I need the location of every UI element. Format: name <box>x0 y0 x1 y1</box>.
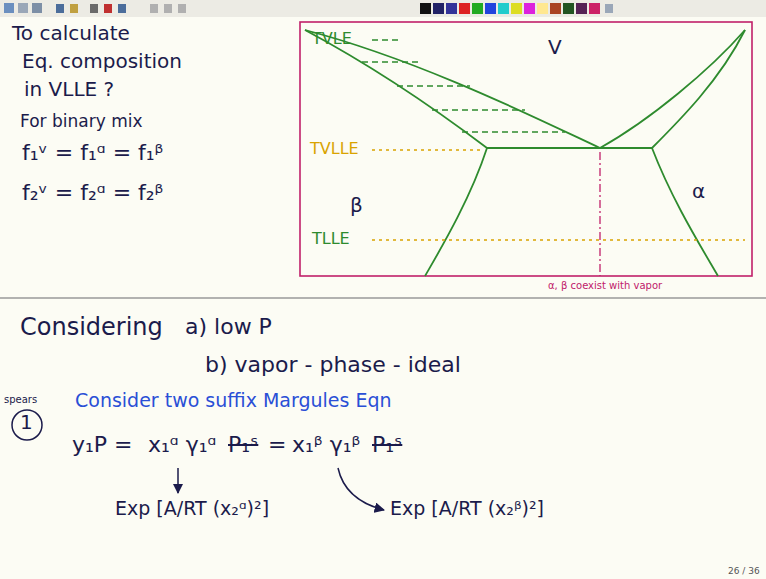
leader-arrow <box>177 468 179 493</box>
page-number: 26 / 36 <box>728 566 760 576</box>
region-label: V <box>548 36 562 59</box>
equation: P₁ˢ <box>228 432 258 457</box>
region-label: α <box>692 180 705 203</box>
equation: y₁P = <box>72 432 133 457</box>
note-text: Considering <box>20 314 163 342</box>
note-text: in VLLE ? <box>24 78 114 101</box>
side-note: spears <box>4 394 37 406</box>
note-text: b) vapor - phase - ideal <box>205 352 461 377</box>
equation: P₁ˢ <box>372 432 402 457</box>
temperature-label: TVLE <box>312 30 352 48</box>
equation: f₁ᵛ = f₁ᵅ = f₁ᵝ <box>22 140 163 165</box>
equation: x₁ᵅ γ₁ᵅ <box>148 432 217 457</box>
phase-curves <box>305 30 745 276</box>
plot-frame <box>300 22 752 276</box>
note-text: For binary mix <box>20 112 142 132</box>
callout-number: 1 <box>20 411 33 434</box>
equation: = <box>268 432 286 457</box>
circle-mark <box>12 410 42 440</box>
toolbar <box>0 0 766 17</box>
note-text: a) low P <box>185 314 272 339</box>
leader-arrow <box>338 468 384 510</box>
note-text: Consider two suffix Margules Eqn <box>75 390 392 412</box>
equation: Exp [A/RT (x₂ᵅ)²] <box>115 498 269 520</box>
composition-line <box>599 152 600 276</box>
temperature-label: TVLLE <box>310 140 359 158</box>
equation: Exp [A/RT (x₂ᵝ)²] <box>390 498 544 520</box>
tie-lines <box>362 40 565 132</box>
plot-note: α, β coexist with vapor <box>548 280 662 292</box>
separator <box>0 297 766 299</box>
region-label: β <box>350 194 363 217</box>
equation: f₂ᵛ = f₂ᵅ = f₂ᵝ <box>22 180 163 205</box>
temperature-label: TLLE <box>312 230 350 248</box>
equation: x₁ᵝ γ₁ᵝ <box>292 432 360 457</box>
temperature-lines <box>372 150 745 240</box>
note-text: To calculate <box>12 22 130 45</box>
note-text: Eq. composition <box>22 50 182 73</box>
